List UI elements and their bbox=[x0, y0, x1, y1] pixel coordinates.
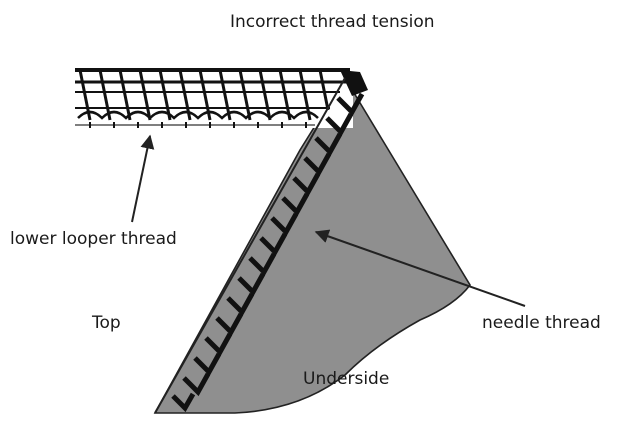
top-stitched-edge bbox=[75, 68, 353, 128]
needle-thread-label: needle thread bbox=[482, 313, 601, 333]
looper-arrow bbox=[131, 134, 155, 223]
needle-thread-stitches bbox=[171, 92, 365, 413]
lower-looper-thread-label: lower looper thread bbox=[10, 229, 177, 249]
needle-arrow bbox=[314, 229, 526, 307]
top-label: Top bbox=[92, 313, 121, 333]
underside-label: Underside bbox=[303, 369, 390, 389]
corner-fold bbox=[340, 70, 368, 96]
diagram-title: Incorrect thread tension bbox=[230, 12, 435, 32]
fabric-diagonal-edge bbox=[154, 77, 346, 414]
